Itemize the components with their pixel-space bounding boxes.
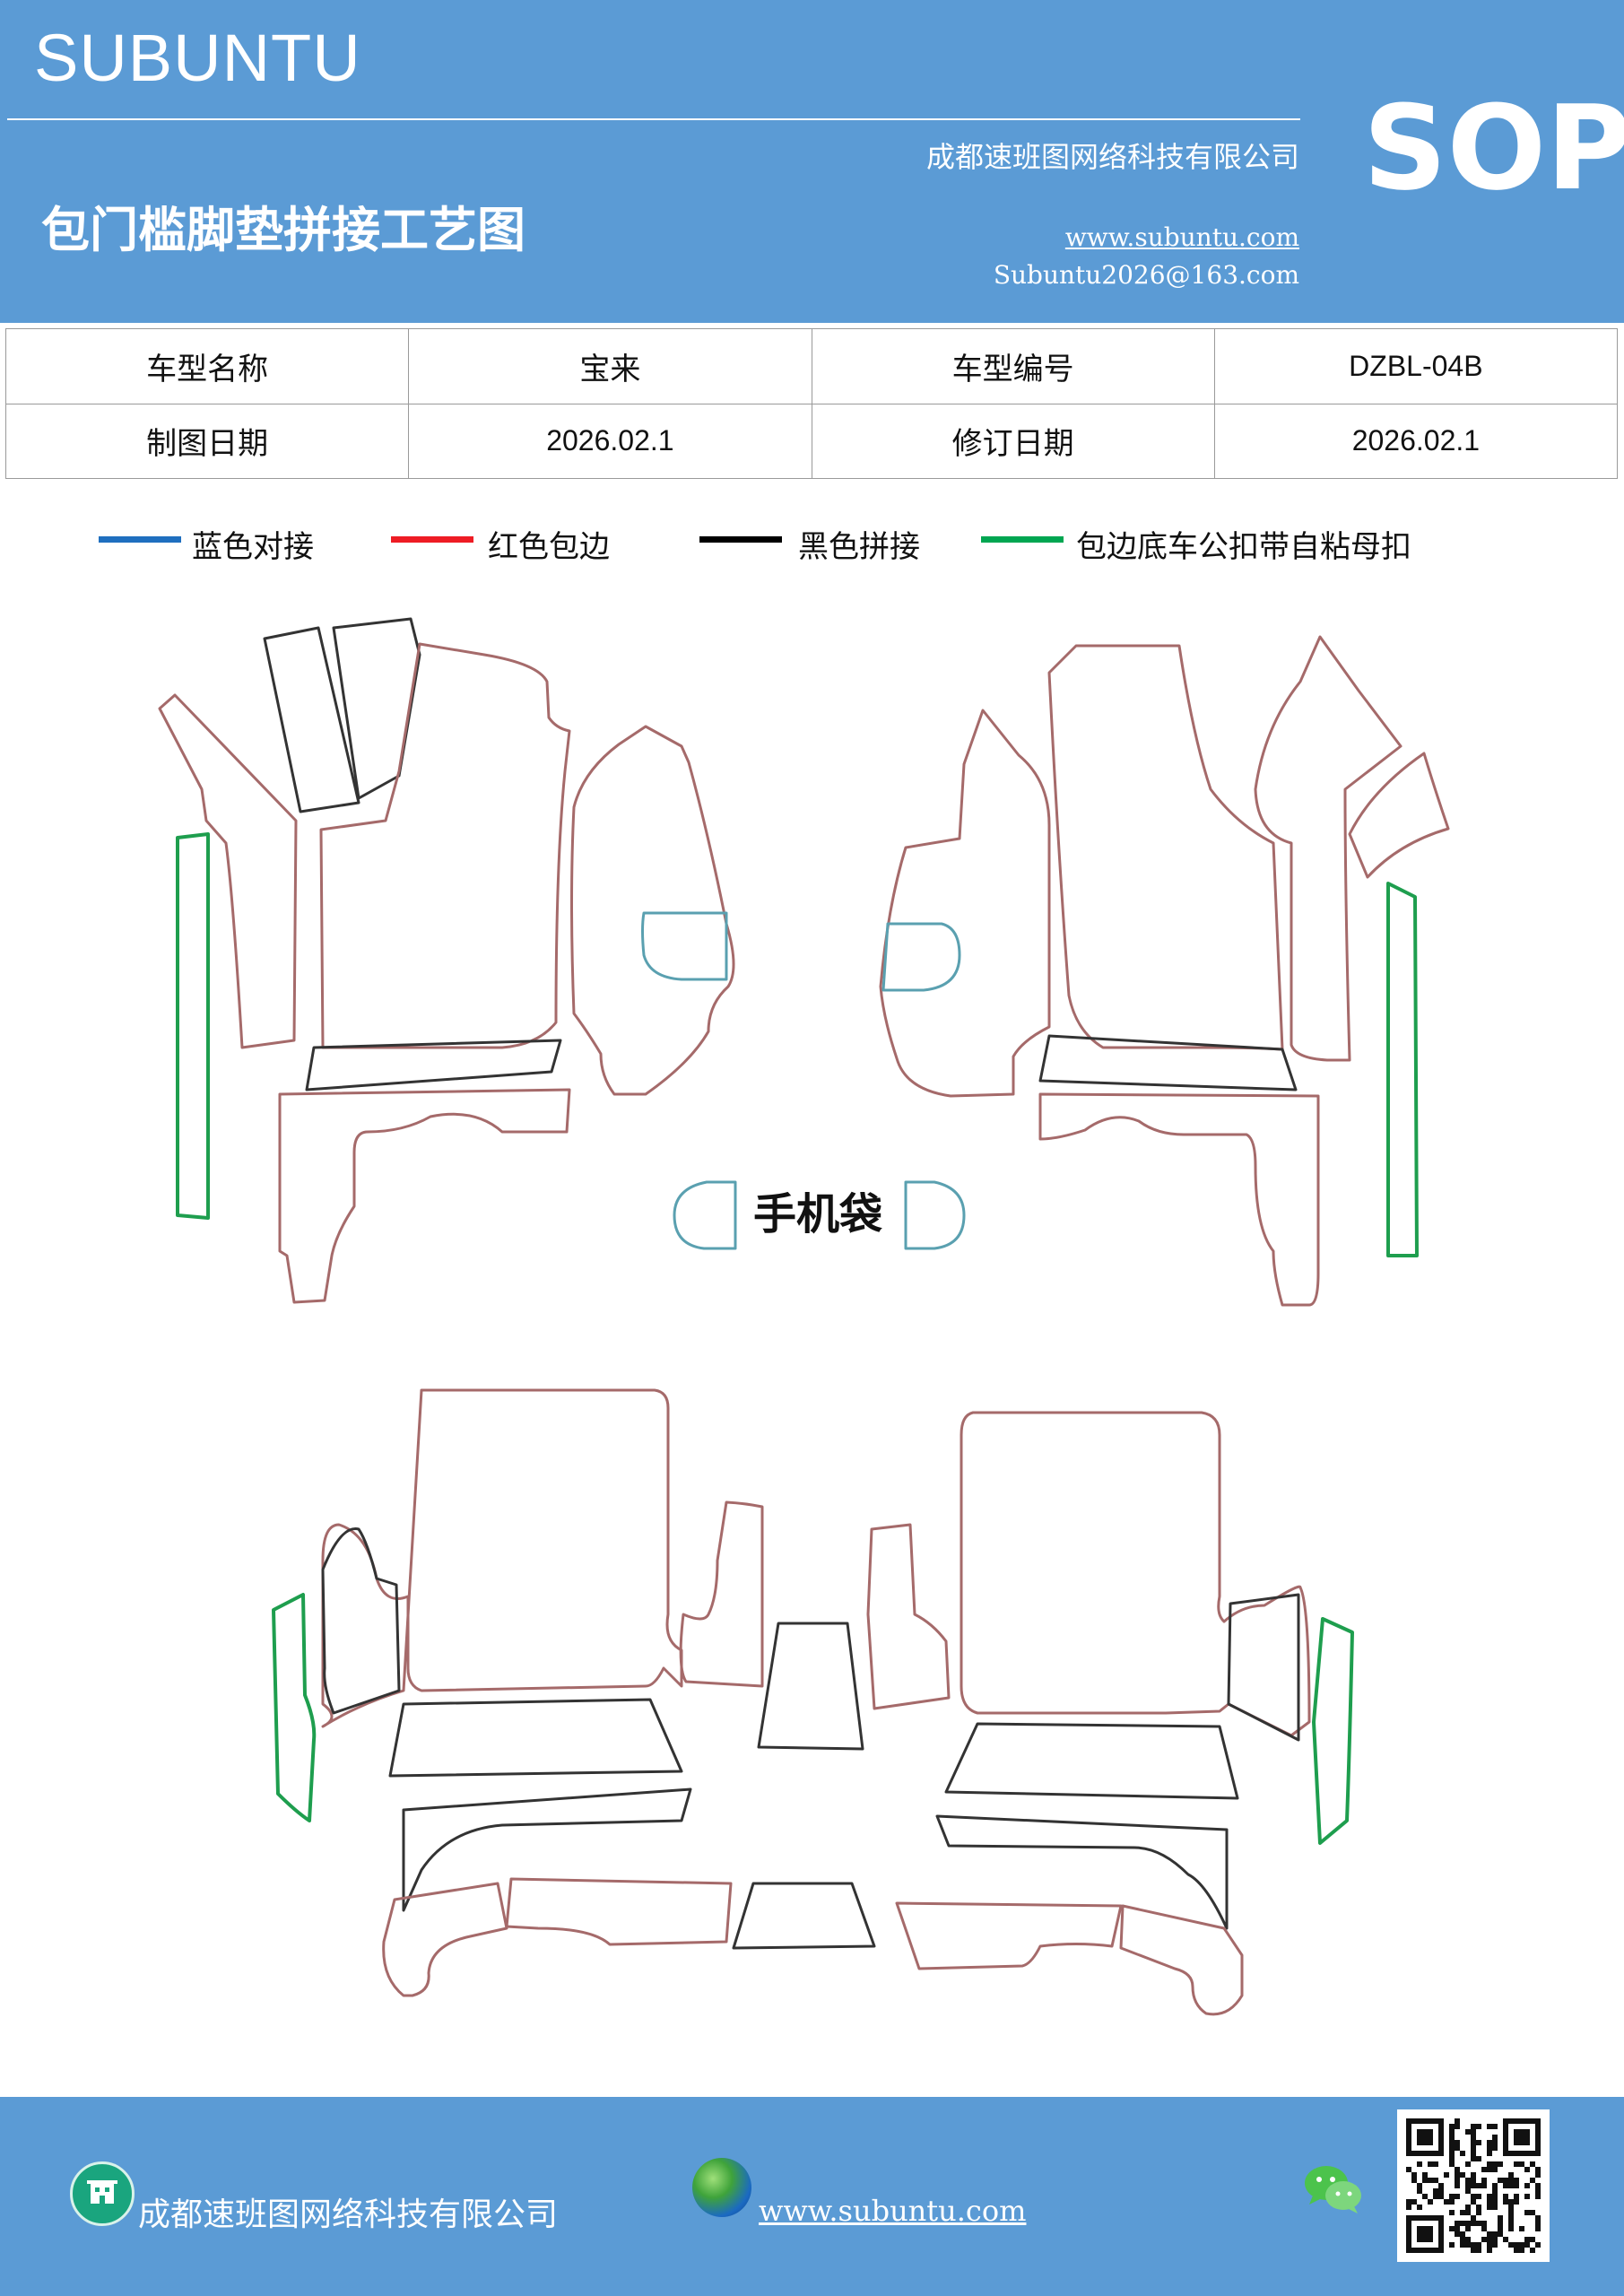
building-icon (70, 2161, 135, 2226)
header-divider (7, 118, 1300, 120)
mat-piece (332, 617, 421, 800)
mat-piece (321, 1527, 401, 1715)
mat-piece (1038, 1034, 1298, 1091)
mat-piece (305, 1039, 562, 1091)
phone-bag-piece (904, 1180, 966, 1250)
table-cell: DZBL-04B (1213, 328, 1619, 404)
table-cell: 制图日期 (4, 403, 410, 479)
header-website-link[interactable]: www.subuntu.com (1064, 222, 1299, 252)
mat-piece (319, 642, 571, 1049)
mat-piece (382, 1882, 508, 1997)
mat-piece (960, 1411, 1311, 1737)
legend-label: 黑色拼接 (798, 529, 920, 565)
legend-swatch (99, 536, 181, 543)
mat-piece (1047, 644, 1284, 1051)
brand-name: SUBUNTU (34, 21, 361, 95)
legend-label: 蓝色对接 (192, 529, 314, 565)
legend-label: 包边底车公扣带自粘母扣 (1076, 529, 1411, 565)
mat-piece (402, 1787, 692, 1912)
sop-badge: SOP (1363, 80, 1624, 216)
mat-piece (263, 626, 360, 813)
legend-swatch (391, 536, 473, 543)
mat-piece (505, 1877, 733, 1946)
mat-piece (1227, 1593, 1300, 1742)
globe-icon (692, 2158, 751, 2217)
table-row: 车型名称 宝来 车型编号 DZBL-04B (4, 328, 1619, 404)
table-cell: 2026.02.1 (408, 403, 812, 479)
mat-piece (879, 709, 1051, 1098)
table-cell: 修订日期 (811, 403, 1215, 479)
mat-piece (757, 1622, 864, 1751)
mat-piece (1386, 882, 1419, 1257)
header-email[interactable]: Subuntu2026@163.com (993, 260, 1299, 290)
footer-company: 成都速班图网络科技有限公司 (138, 2196, 559, 2233)
table-row: 制图日期 2026.02.1 修订日期 2026.02.1 (4, 403, 1619, 479)
legend-swatch (981, 536, 1064, 543)
footer-website-link[interactable]: www.subuntu.com (759, 2194, 1027, 2228)
mat-piece (895, 1901, 1123, 1970)
table-cell: 宝来 (408, 328, 812, 404)
qr-code[interactable] (1397, 2109, 1550, 2262)
legend-label: 红色包边 (488, 529, 610, 565)
table-cell: 车型编号 (811, 328, 1215, 404)
table-cell: 车型名称 (4, 328, 410, 404)
mat-piece (1119, 1904, 1244, 2016)
dock-piece (641, 911, 728, 981)
mat-piece (732, 1882, 876, 1950)
mat-piece (935, 1814, 1229, 1930)
dock-piece (881, 922, 961, 992)
mat-piece (866, 1523, 951, 1710)
mat-piece (1348, 752, 1450, 879)
phone-bag-label: 手机袋 (753, 1189, 882, 1239)
mat-piece (570, 725, 735, 1096)
page-title: 包门槛脚垫拼接工艺图 (41, 202, 525, 258)
mat-piece (321, 1388, 683, 1728)
mat-piece (1312, 1617, 1354, 1845)
mat-piece (388, 1698, 683, 1778)
wechat-icon[interactable] (1302, 2161, 1365, 2217)
mat-piece (272, 1593, 317, 1822)
mat-pattern-diagram: 手机袋 (158, 617, 1450, 2016)
mat-piece (278, 1088, 571, 1304)
mat-piece (1254, 635, 1403, 1062)
mat-piece (158, 693, 298, 1049)
info-table: 车型名称 宝来 车型编号 DZBL-04B 制图日期 2026.02.1 修订日… (4, 328, 1619, 479)
header-banner (0, 0, 1624, 323)
mat-piece (944, 1722, 1239, 1800)
table-cell: 2026.02.1 (1213, 403, 1619, 479)
legend-swatch (699, 536, 782, 543)
mat-piece (176, 832, 210, 1220)
mat-piece (1038, 1092, 1320, 1307)
mat-piece (679, 1500, 764, 1688)
phone-bag-piece (673, 1180, 737, 1250)
header-company: 成都速班图网络科技有限公司 (925, 140, 1299, 174)
